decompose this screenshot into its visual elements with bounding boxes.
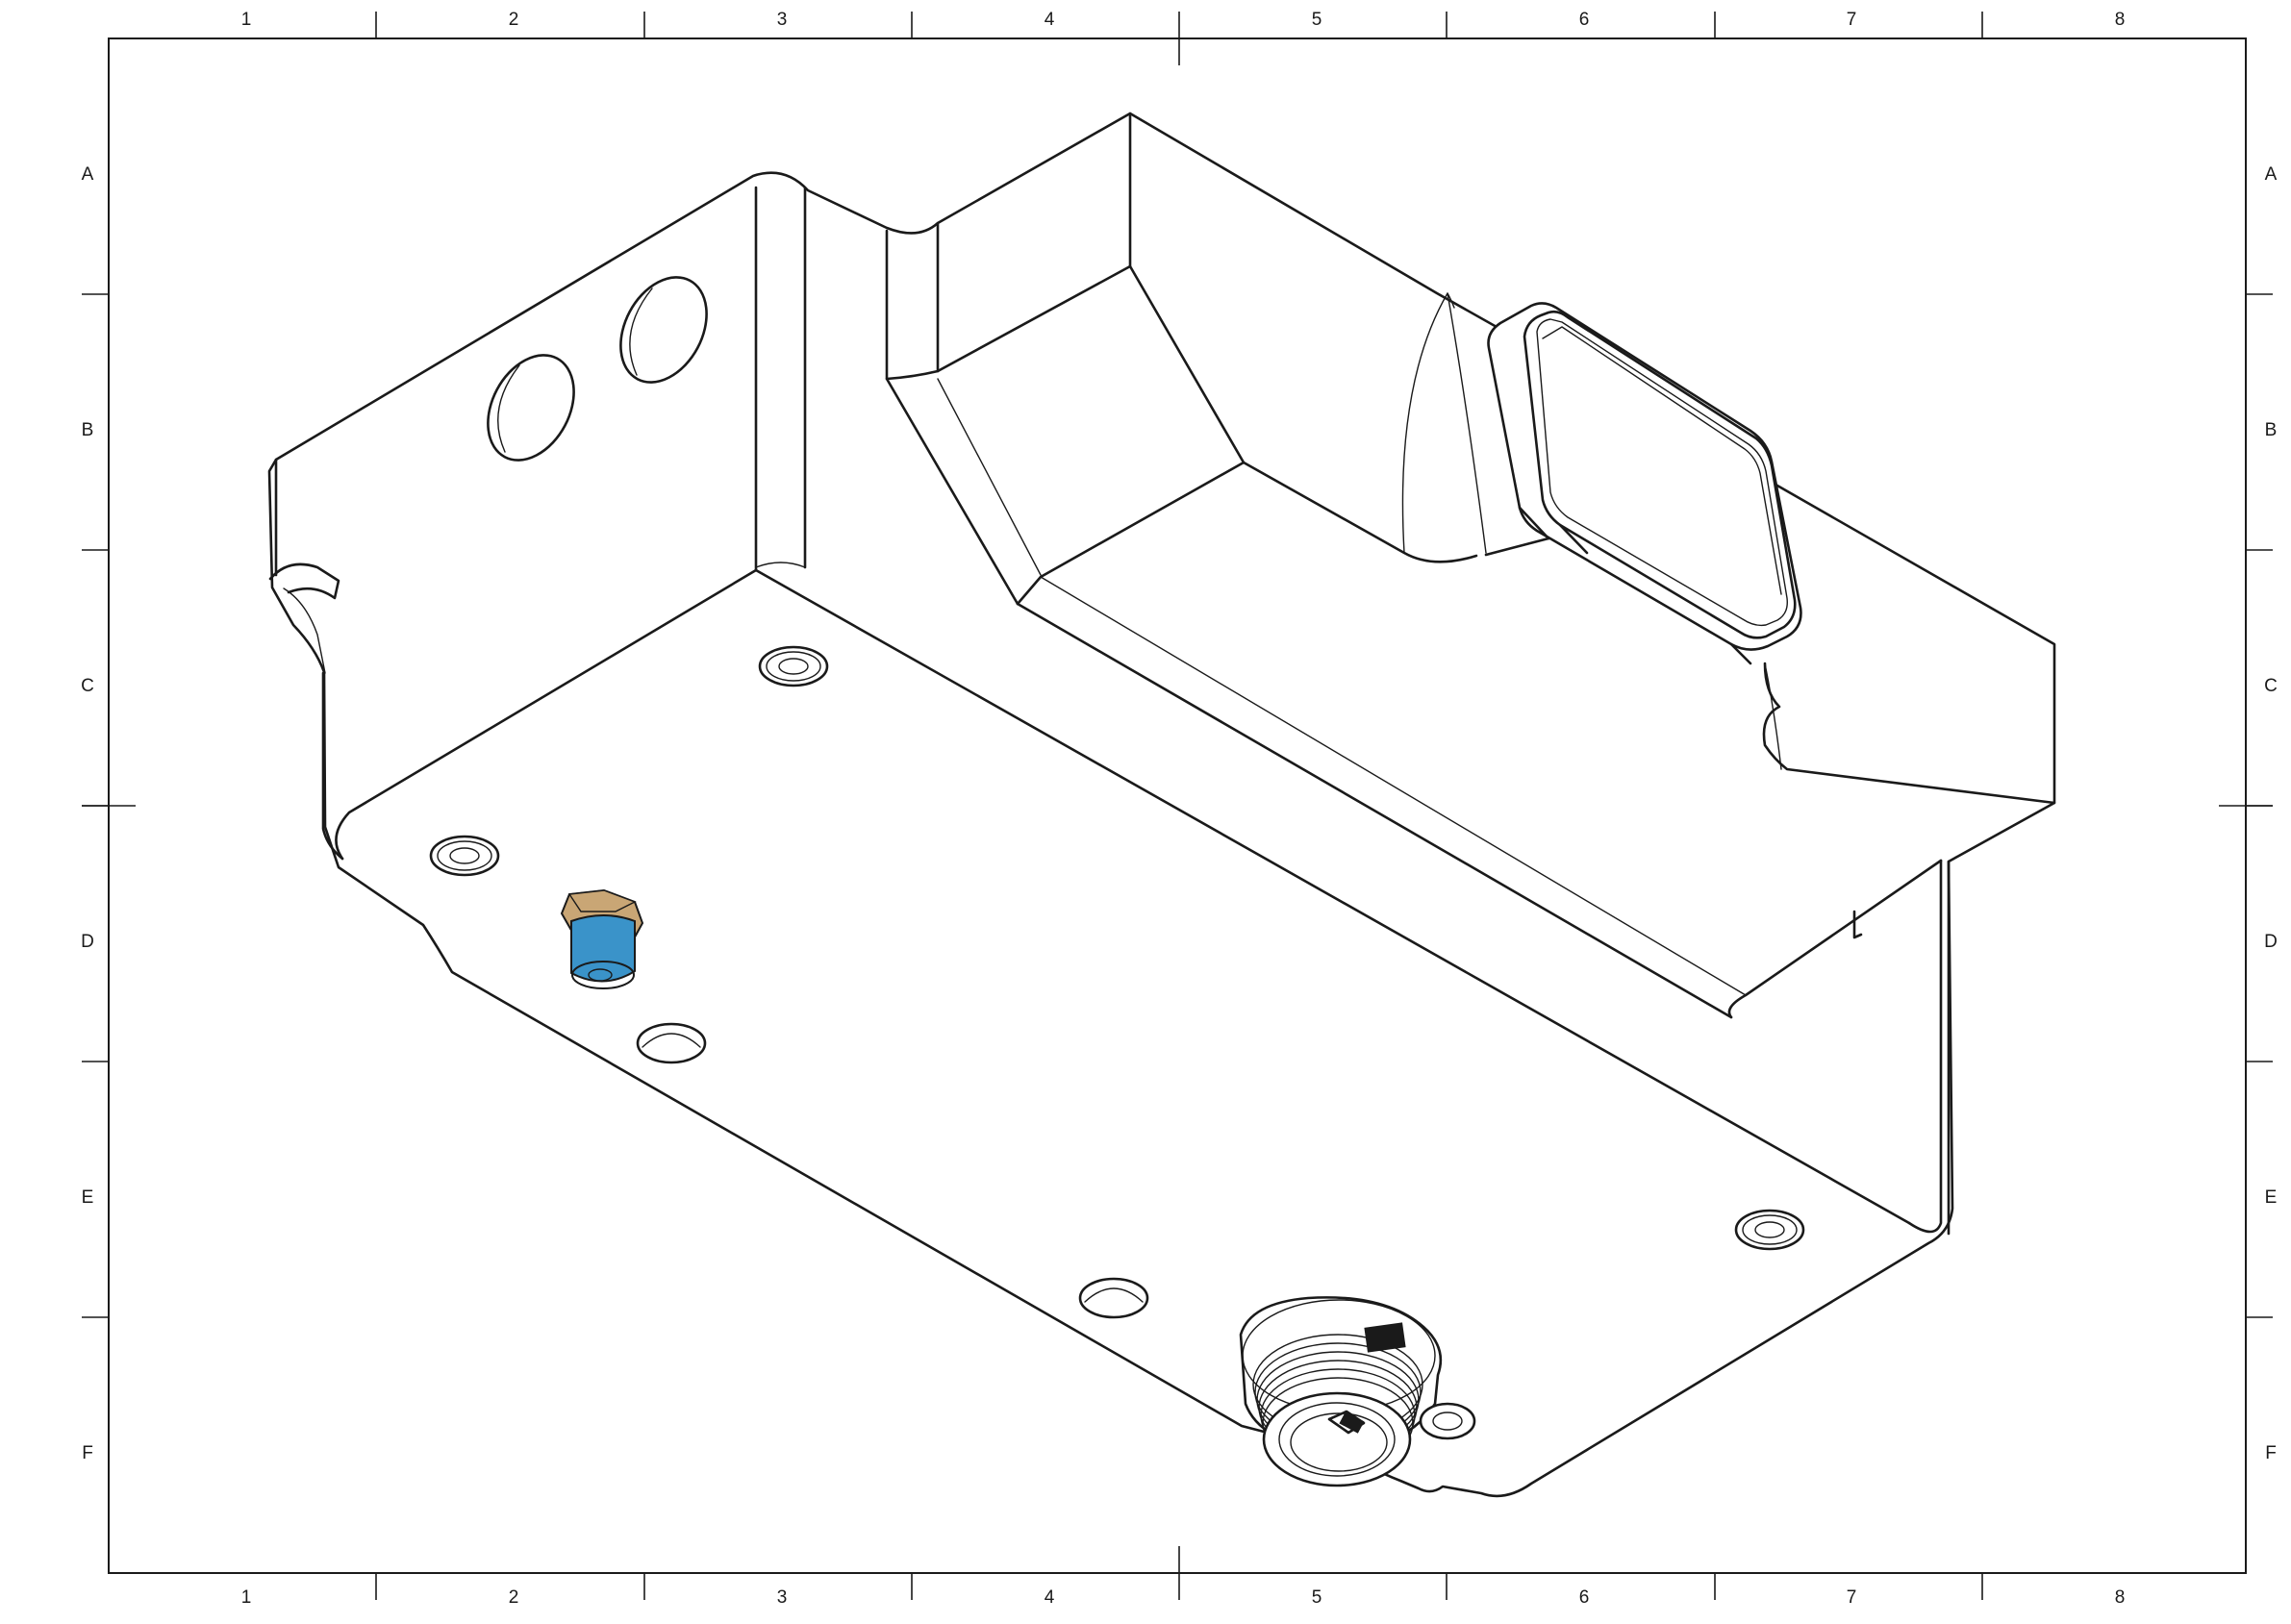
row-label-right: A (2265, 164, 2278, 185)
window-glass-edge (1542, 326, 1782, 595)
bolt-hole (1734, 1209, 1805, 1251)
bolt-hole (1078, 1277, 1149, 1319)
fillet-line (755, 562, 806, 568)
connector-key (1327, 1410, 1366, 1435)
fitting-body (570, 914, 636, 983)
left-row-labels: A B C D E F (81, 164, 94, 1463)
channel-right-wall-line (1764, 662, 1782, 770)
base-plate-front-edge (335, 568, 1911, 1225)
bottom-column-labels: 1 2 3 4 5 6 7 8 (241, 1587, 2126, 1608)
ledge-front (1727, 859, 1943, 1019)
col-label-top: 2 (509, 10, 519, 30)
col-label-top: 1 (241, 10, 252, 30)
col-label-bottom: 5 (1312, 1587, 1322, 1608)
bolt-hole-chamfer (1742, 1214, 1798, 1245)
row-label-right: B (2265, 420, 2278, 440)
bolt-hole-bore (1754, 1221, 1785, 1238)
round-hole-1-inner (497, 364, 520, 453)
col-label-bottom: 1 (241, 1587, 252, 1608)
round-hole-2-inner (629, 287, 653, 376)
bolt-hole (636, 1022, 707, 1064)
row-label-left: B (82, 420, 94, 440)
bolt-hole-recess (1084, 1287, 1144, 1303)
square-window-boss (1487, 302, 1802, 665)
row-label-left: D (81, 932, 94, 952)
threaded-connector-port (1239, 1296, 1476, 1487)
channel-slope (885, 264, 1246, 606)
col-label-bottom: 3 (777, 1587, 788, 1608)
col-label-bottom: 2 (509, 1587, 519, 1608)
bolt-hole (758, 645, 829, 687)
col-label-bottom: 8 (2115, 1587, 2126, 1608)
mounting-bolt-holes (429, 645, 1805, 1319)
round-hole-1 (487, 354, 575, 462)
col-label-top: 6 (1579, 10, 1590, 30)
zone-ticks (82, 12, 2273, 1600)
col-label-bottom: 4 (1045, 1587, 1055, 1608)
row-label-right: F (2265, 1443, 2277, 1463)
row-label-left: E (82, 1187, 94, 1208)
window-depth-edge (1518, 506, 1752, 665)
col-label-bottom: 6 (1579, 1587, 1590, 1608)
bolt-hole-bore (449, 847, 480, 864)
row-label-right: C (2264, 676, 2278, 696)
col-label-top: 7 (1847, 10, 1857, 30)
ledge-step (1852, 910, 1863, 939)
row-label-right: E (2265, 1187, 2278, 1208)
bolt-hole-chamfer (437, 840, 492, 871)
right-lower-face (1907, 859, 1943, 1234)
right-row-labels: A B C D E F (2264, 164, 2278, 1463)
top-column-labels: 1 2 3 4 5 6 7 8 (241, 10, 2126, 30)
channel-floor-front (1016, 602, 1733, 1019)
connector-bore (1290, 1412, 1388, 1472)
window-boss-side (1484, 537, 1550, 557)
col-label-bottom: 7 (1847, 1587, 1857, 1608)
bolt-hole (429, 835, 500, 877)
row-label-left: A (82, 164, 94, 185)
ground-screw (1419, 1402, 1476, 1440)
channel-floor-front-inner (1040, 576, 1747, 996)
connector-nose-inner (1278, 1402, 1396, 1477)
window-inner-lip (1536, 318, 1788, 627)
row-label-left: F (82, 1443, 93, 1463)
hex-nut-top (567, 889, 637, 912)
col-label-top: 3 (777, 10, 788, 30)
bolt-hole-bore (778, 658, 809, 675)
window-boss-curve-2 (1447, 292, 1455, 309)
col-label-top: 8 (2115, 10, 2126, 30)
row-label-left: C (81, 676, 94, 696)
fitting-bore (588, 968, 613, 982)
enclosure-housing (267, 112, 2056, 1498)
channel-floor-line (937, 378, 1042, 576)
row-label-right: D (2264, 932, 2278, 952)
fitting-end (571, 961, 635, 989)
bolt-hole-chamfer (766, 651, 821, 682)
col-label-top: 4 (1045, 10, 1055, 30)
ground-screw-hole (1432, 1412, 1463, 1431)
channel-right-wall (1762, 662, 2056, 805)
left-notch (268, 562, 340, 600)
bolt-hole-recess (642, 1033, 701, 1048)
left-notch-inner (283, 587, 326, 674)
connector-text-marking (1339, 1322, 1406, 1434)
col-label-top: 5 (1312, 10, 1322, 30)
hex-fitting (560, 888, 644, 989)
top-wall-holes (487, 276, 708, 462)
